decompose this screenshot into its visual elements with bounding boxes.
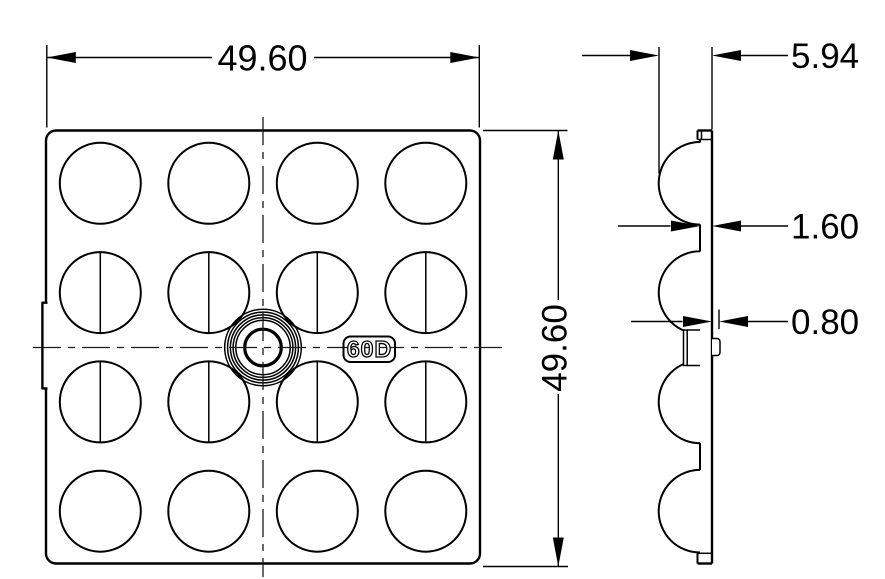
arrowhead-top <box>552 130 564 160</box>
dome-profile <box>657 250 701 335</box>
dim-front-width: 49.60 <box>46 38 480 128</box>
dome-profile <box>657 141 701 226</box>
arrowhead-left <box>683 316 712 327</box>
arrowhead-right <box>719 316 748 327</box>
lens-circle <box>275 469 359 553</box>
arrowhead-right <box>712 220 741 232</box>
dim-side-pin: 0.80 <box>631 303 859 342</box>
lens-grid <box>58 141 468 553</box>
badge-label: 60D <box>347 336 392 362</box>
edge-tab <box>41 301 48 390</box>
beam-angle-badge: 60D <box>342 335 396 363</box>
arrowhead-bottom <box>552 537 564 567</box>
alignment-pin-profile <box>712 337 721 357</box>
dome-profile <box>657 359 701 445</box>
lens-circle <box>384 469 468 553</box>
lens-circle <box>58 141 142 225</box>
lens-circle <box>58 469 142 553</box>
lens-circle <box>384 141 468 225</box>
dim-label-pin: 0.80 <box>791 303 859 342</box>
dim-side-thickness: 1.60 <box>618 208 859 247</box>
boss-profile-outline <box>682 329 700 367</box>
dim-label-thickness: 1.60 <box>791 208 859 247</box>
dome-profile <box>657 468 701 554</box>
front-view: 60D 49.60 49.60 <box>33 38 575 577</box>
dim-label-width: 49.60 <box>217 38 307 79</box>
arrowhead-left <box>46 52 76 63</box>
lens-circle <box>167 469 251 553</box>
lens-circle <box>275 141 359 225</box>
badge-box <box>342 335 396 363</box>
dim-label-height: 49.60 <box>536 304 575 392</box>
boss-profile-fill <box>683 330 700 366</box>
arrowhead-right <box>712 50 741 61</box>
center-boss-profile <box>682 329 700 367</box>
arrowhead-right <box>450 52 480 63</box>
dim-front-height: 49.60 <box>483 129 575 568</box>
side-view: 5.94 1.60 0.80 <box>582 37 859 565</box>
arrowhead-left <box>671 220 700 232</box>
lens-circle <box>167 141 251 225</box>
arrowhead-left <box>630 50 659 61</box>
dim-label-depth: 5.94 <box>791 37 859 76</box>
lens-dome-profiles <box>657 141 701 554</box>
dim-side-depth: 5.94 <box>582 37 859 174</box>
